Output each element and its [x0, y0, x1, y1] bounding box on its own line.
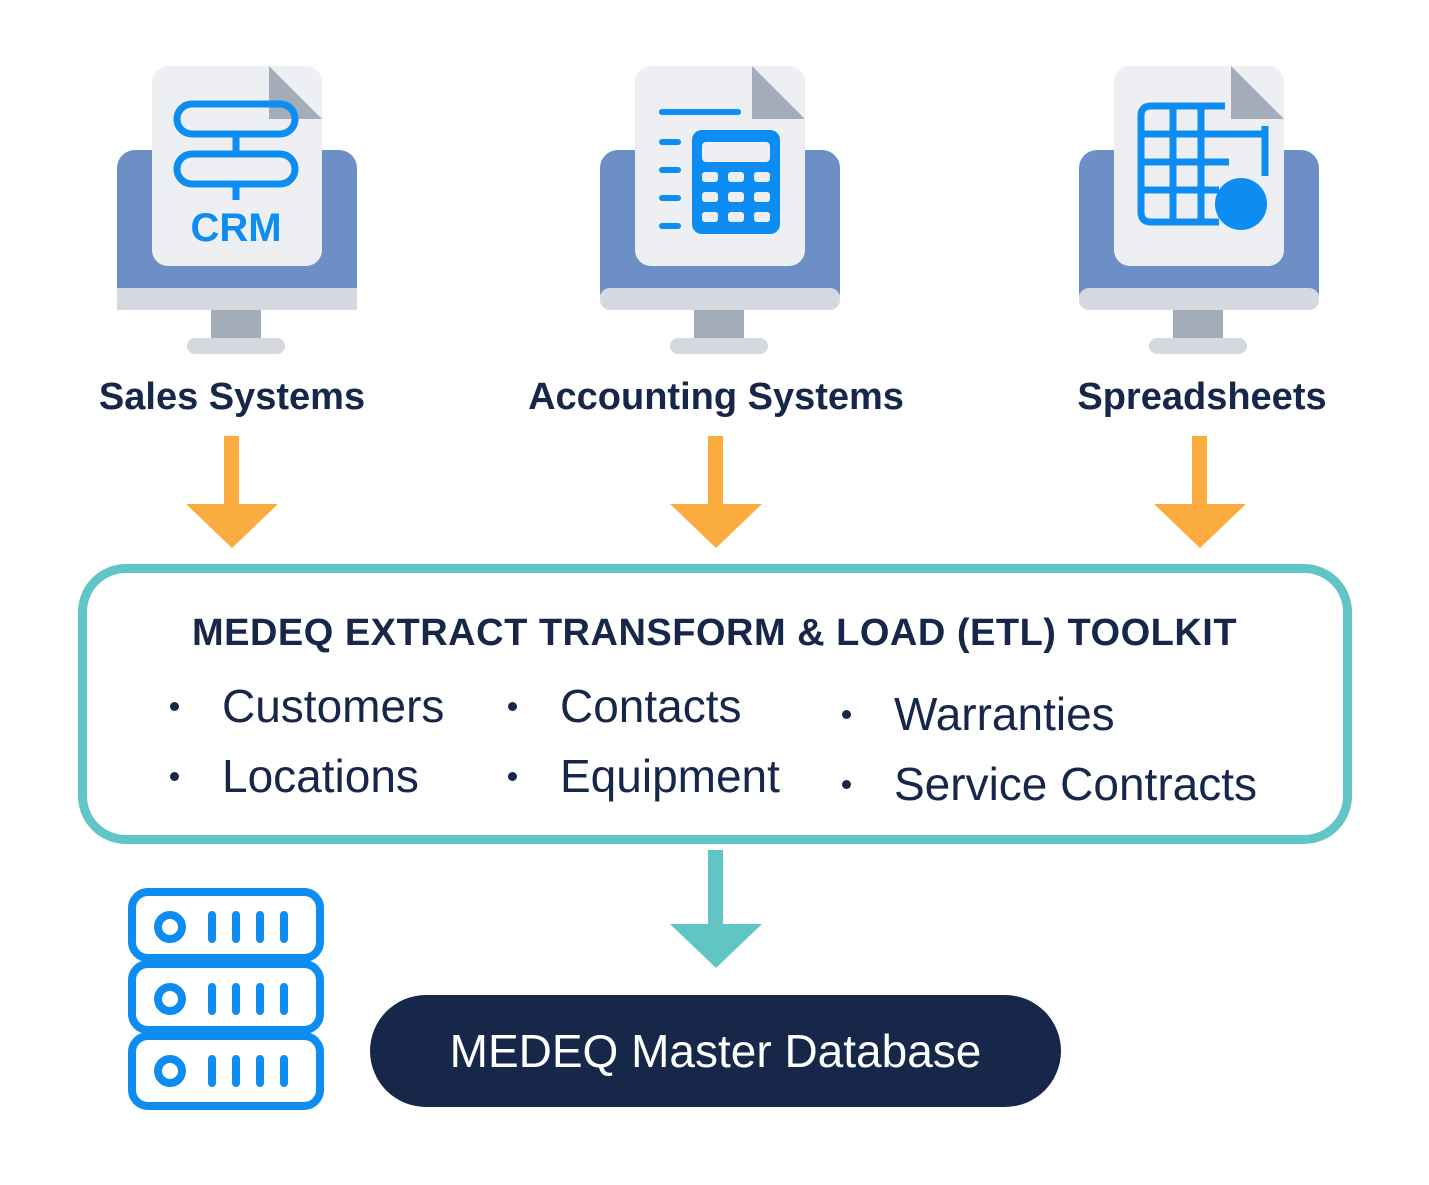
bullet: [508, 772, 517, 781]
source-label-spreadsheets: Spreadsheets: [1077, 376, 1327, 418]
arrow-down-icon: [670, 850, 762, 968]
etl-toolkit-box: [78, 564, 1352, 844]
spreadsheet-monitor-icon: [1079, 66, 1319, 354]
etl-item-warranties: Warranties: [894, 688, 1115, 740]
calculator-monitor-icon: [600, 66, 840, 354]
bullet: [842, 780, 851, 789]
server-rack-icon: [128, 888, 324, 1110]
etl-item-locations: Locations: [222, 750, 419, 802]
bullet: [170, 772, 179, 781]
etl-item-service-contracts: Service Contracts: [894, 758, 1258, 810]
arrow-down-icon: [1154, 436, 1246, 548]
master-database-label: MEDEQ Master Database: [370, 995, 1061, 1107]
arrow-down-icon: [186, 436, 278, 548]
etl-item-contacts: Contacts: [560, 680, 742, 732]
bullet: [508, 702, 517, 711]
arrow-down-icon: [670, 436, 762, 548]
source-label-sales-systems: Sales Systems: [98, 376, 366, 418]
crm-monitor-icon: CRM: [117, 66, 357, 354]
crm-doc-text: CRM: [190, 206, 281, 250]
source-label-accounting-systems: Accounting Systems: [528, 376, 904, 418]
etl-title: MEDEQ EXTRACT TRANSFORM & LOAD (ETL) TOO…: [191, 612, 1238, 654]
etl-item-customers: Customers: [222, 680, 445, 732]
bullet: [170, 702, 179, 711]
bullet: [842, 710, 851, 719]
etl-item-equipment: Equipment: [560, 750, 780, 802]
